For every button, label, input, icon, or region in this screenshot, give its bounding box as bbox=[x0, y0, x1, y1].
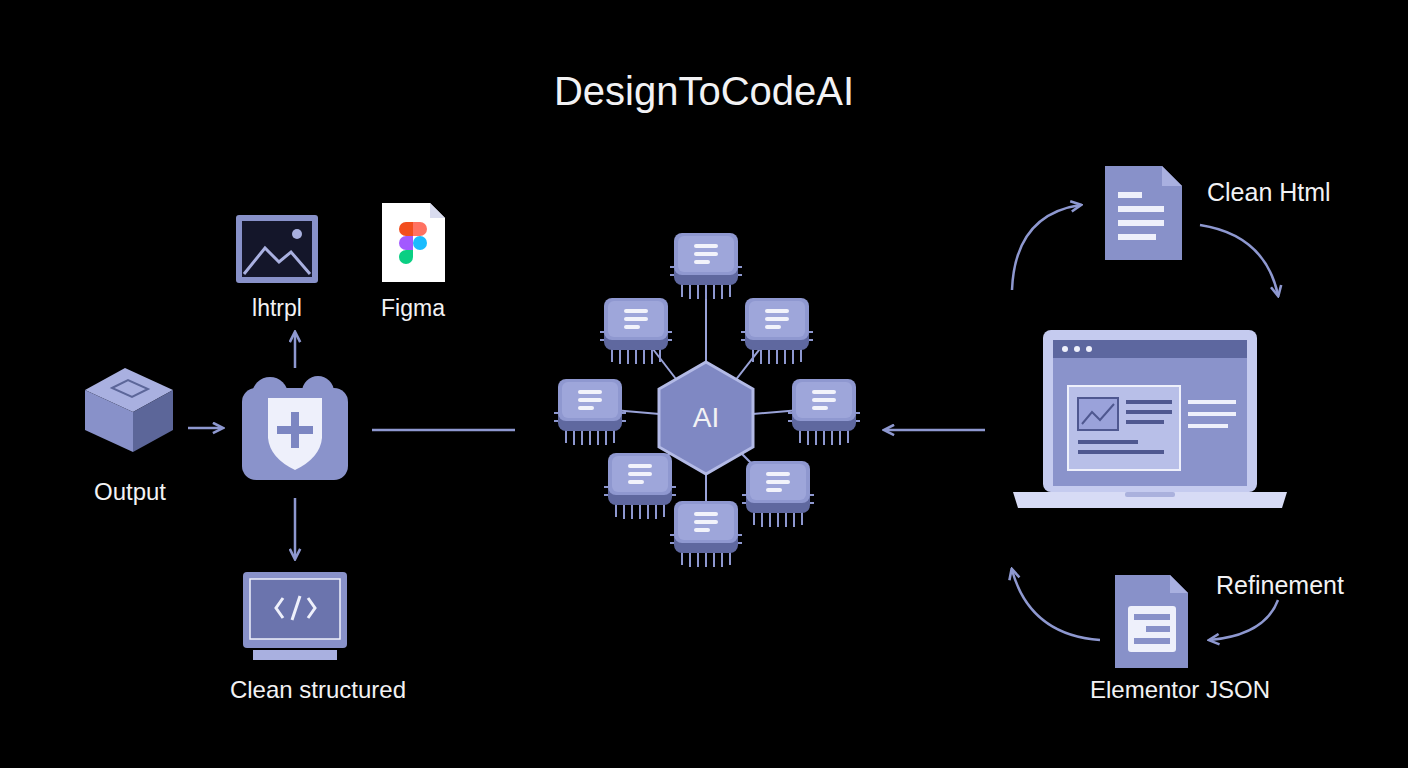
monitor-icon: Clean structured bbox=[208, 568, 428, 708]
output-box-icon: Output bbox=[70, 360, 190, 510]
image-icon: lhtrpl bbox=[217, 210, 337, 325]
node-label: lhtrpl bbox=[217, 294, 337, 322]
node-label: AI bbox=[656, 404, 756, 432]
hub-icon bbox=[242, 376, 348, 480]
network-links bbox=[590, 262, 824, 530]
laptop-icon bbox=[1013, 330, 1287, 508]
document-icon: Clean Html bbox=[1100, 160, 1360, 265]
ai-hexagon: AI bbox=[656, 360, 756, 476]
chip-icons bbox=[554, 233, 860, 567]
figma-icon: Figma bbox=[363, 198, 463, 323]
diagram-title: DesignToCodeAI bbox=[0, 68, 1408, 114]
node-label: Figma bbox=[363, 294, 463, 322]
node-label: Elementor JSON bbox=[1070, 676, 1290, 704]
node-label: Clean Html bbox=[1207, 178, 1357, 206]
node-shape bbox=[1100, 160, 1360, 265]
flow-arrows bbox=[188, 205, 1278, 640]
node-label: Output bbox=[70, 478, 190, 506]
step-label: Refinement bbox=[1180, 571, 1380, 599]
node-label: Clean structured bbox=[208, 676, 428, 704]
